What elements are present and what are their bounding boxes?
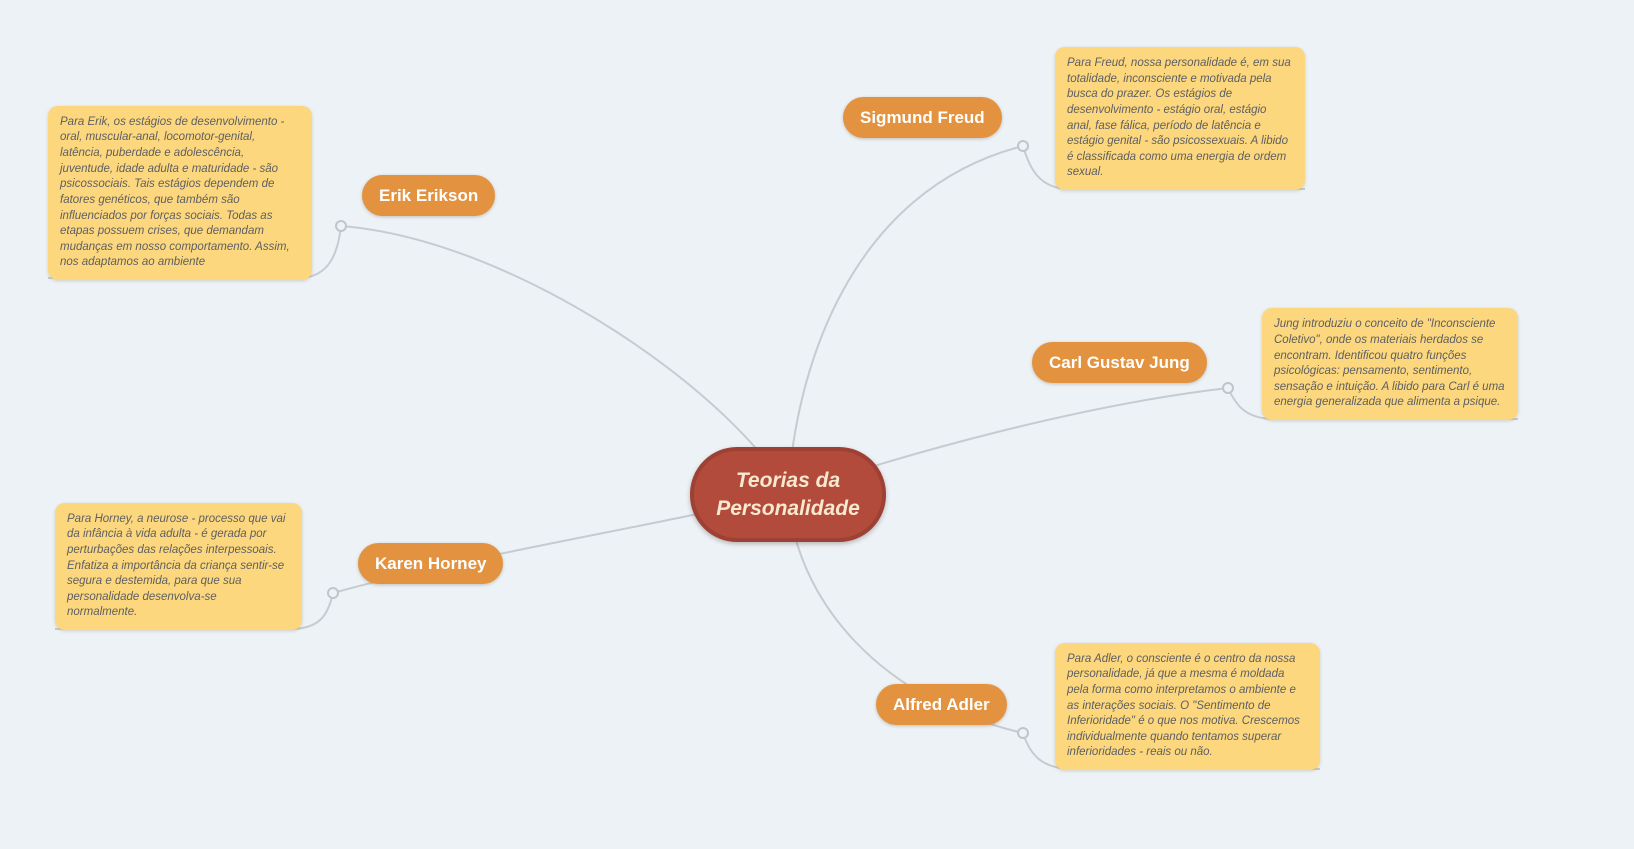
branch-label-alfred-adler[interactable]: Alfred Adler [876,684,1007,725]
central-topic-node[interactable]: Teorias da Personalidade [690,447,886,542]
connector-handle-karen-horney[interactable] [327,587,339,599]
connector-handle-erik-erikson[interactable] [335,220,347,232]
connector-handle-sigmund-freud[interactable] [1017,140,1029,152]
connector-handle-carl-gustav-jung[interactable] [1222,382,1234,394]
connector-handle-alfred-adler[interactable] [1017,727,1029,739]
branch-note-alfred-adler[interactable]: Para Adler, o consciente é o centro da n… [1055,642,1320,770]
central-topic-label: Teorias da Personalidade [716,468,860,520]
branch-label-erik-erikson[interactable]: Erik Erikson [362,175,496,216]
branch-note-carl-gustav-jung[interactable]: Jung introduziu o conceito de "Inconscie… [1262,308,1518,420]
branch-label-sigmund-freud[interactable]: Sigmund Freud [843,97,1002,138]
link-sigmund-freud [787,145,1024,495]
branch-note-karen-horney[interactable]: Para Horney, a neurose - processo que va… [55,502,302,630]
branch-note-sigmund-freud[interactable]: Para Freud, nossa personalidade é, em su… [1055,47,1305,190]
branch-label-karen-horney[interactable]: Karen Horney [358,543,504,584]
branch-label-carl-gustav-jung[interactable]: Carl Gustav Jung [1032,342,1207,383]
branch-note-erik-erikson[interactable]: Para Erik, os estágios de desenvolviment… [48,105,312,280]
